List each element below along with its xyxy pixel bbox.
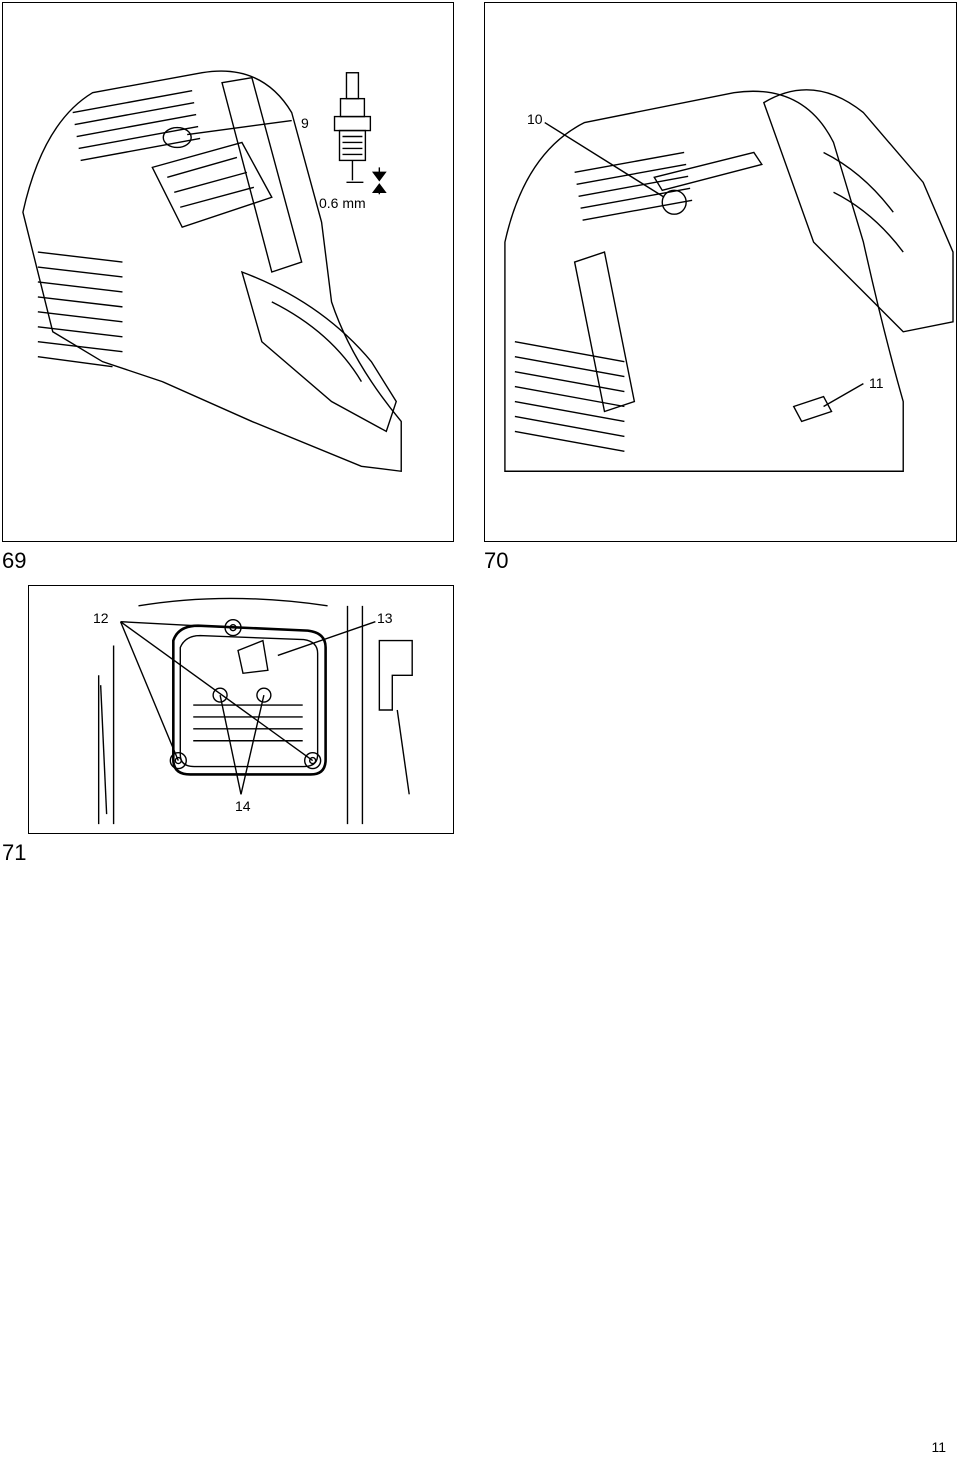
figure-70-panel: 10 11 bbox=[484, 2, 957, 542]
callout-cover-screws: 12 bbox=[93, 610, 109, 626]
figure-69-panel: 9 0.6 mm bbox=[2, 2, 454, 542]
figure-69-illustration bbox=[22, 70, 402, 473]
figure-70-illustration bbox=[504, 89, 954, 472]
figure-71-illustration bbox=[97, 597, 413, 825]
figure-70-number: 70 bbox=[484, 548, 509, 573]
callout-filter-cover: 11 bbox=[869, 375, 884, 391]
figure-71-panel: 12 13 14 bbox=[28, 585, 454, 834]
callout-gap: 0.6 mm bbox=[319, 195, 366, 211]
figure-69-number: 69 bbox=[2, 548, 27, 573]
callout-spark-plug: 9 bbox=[301, 115, 309, 131]
page-number: 11 bbox=[931, 1439, 946, 1455]
callout-cover: 13 bbox=[377, 610, 393, 626]
callout-inner-screws: 14 bbox=[235, 798, 251, 814]
figure-71-number: 71 bbox=[2, 840, 27, 865]
callout-plug-wrench: 10 bbox=[527, 111, 543, 127]
